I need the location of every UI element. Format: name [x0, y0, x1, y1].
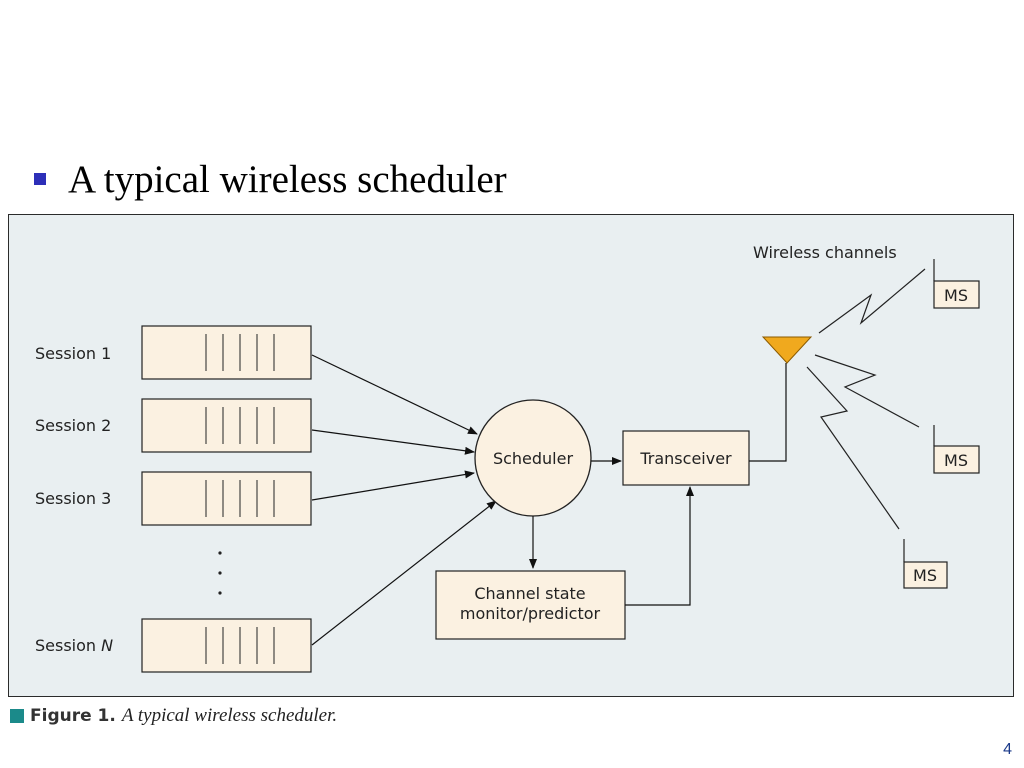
ms-label: MS — [944, 286, 968, 305]
session-1-label: Session 1 — [35, 344, 111, 363]
session-3-label: Session 3 — [35, 489, 111, 508]
monitor-label-line-1: Channel state — [474, 584, 585, 603]
mobile-station-1: MS — [933, 259, 980, 309]
session-3-arrow — [311, 470, 475, 501]
figure-caption: Figure 1. A typical wireless scheduler. — [10, 703, 337, 729]
ms-label: MS — [913, 566, 937, 585]
wireless-channels-label: Wireless channels — [753, 243, 897, 262]
channel-state-monitor-box — [435, 570, 626, 640]
session-1-arrow — [311, 354, 478, 435]
ellipsis-dots — [218, 551, 222, 595]
bullet-square-icon — [34, 173, 46, 185]
mobile-station-2: MS — [933, 425, 980, 474]
figure-diagram: Session 1 Session 2 Session 3 Session N — [8, 214, 1014, 697]
scheduler-label: Scheduler — [493, 449, 574, 468]
scheduler-diagram: Session 1 Session 2 Session 3 Session N — [35, 243, 980, 673]
wireless-link-2 — [814, 354, 920, 428]
monitor-to-transceiver-arrow — [625, 486, 694, 606]
antenna-icon — [761, 336, 813, 364]
ms-label: MS — [944, 451, 968, 470]
wireless-link-3 — [806, 366, 900, 530]
transceiver-label: Transceiver — [639, 449, 732, 468]
session-n-label: Session N — [35, 636, 113, 655]
transceiver-box — [622, 430, 750, 486]
session-2-label: Session 2 — [35, 416, 111, 435]
caption-text: A typical wireless scheduler. — [121, 705, 338, 726]
session-2-queue — [141, 398, 312, 453]
session-2-arrow — [311, 429, 475, 455]
session-3-queue — [141, 471, 312, 526]
bullet-item: A typical wireless scheduler — [34, 152, 507, 206]
caption-label: Figure 1. — [30, 706, 116, 726]
caption-square-icon — [10, 709, 24, 723]
session-1-queue — [141, 325, 312, 380]
session-n-arrow — [311, 500, 497, 646]
wireless-link-1 — [818, 268, 926, 334]
session-n-queue — [141, 618, 312, 673]
page-number: 4 — [1003, 741, 1012, 758]
transceiver-to-antenna-line — [749, 363, 787, 462]
mobile-station-3: MS — [903, 539, 948, 589]
monitor-label-line-2: monitor/predictor — [460, 604, 601, 623]
slide-title: A typical wireless scheduler — [68, 157, 507, 201]
